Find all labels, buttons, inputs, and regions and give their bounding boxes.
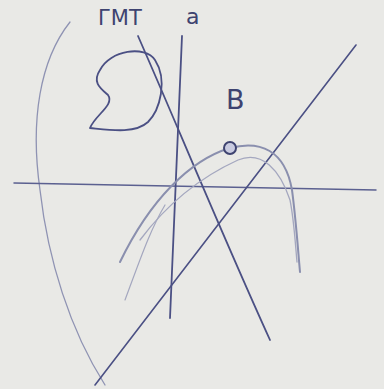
- parabola-curve: [120, 145, 300, 272]
- faint-curve: [125, 205, 165, 300]
- point-dot: [224, 142, 236, 154]
- diagonal-line: [95, 45, 356, 385]
- blob-shape: [90, 51, 162, 130]
- line-label: a: [186, 6, 199, 28]
- locus-label: ГМТ: [98, 8, 142, 29]
- point-label: B: [226, 86, 245, 113]
- axis-line: [14, 183, 376, 190]
- parabola-curve: [140, 157, 297, 262]
- locus-line: [138, 36, 270, 340]
- boundary-curve: [36, 22, 105, 385]
